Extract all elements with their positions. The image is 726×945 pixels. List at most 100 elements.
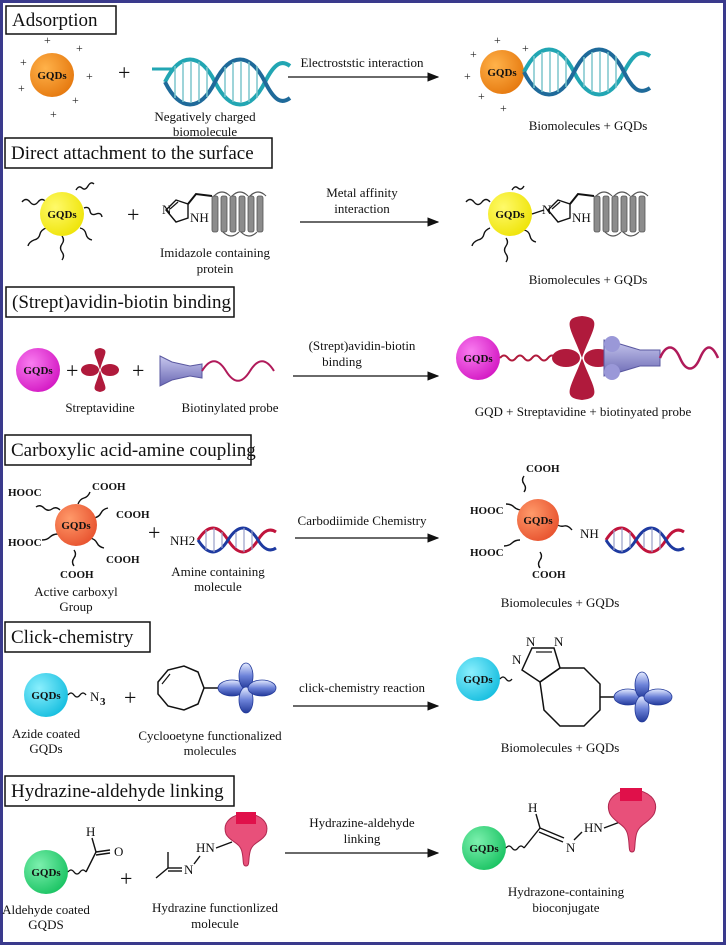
imidazole-n: N (162, 202, 172, 217)
positive-charge: + (20, 55, 27, 69)
gqd-label: GQDs (463, 353, 493, 365)
carboxyl-group: COOH (116, 509, 150, 521)
gqd-particle (24, 850, 68, 894)
qd-caption: Group (59, 599, 92, 614)
section-title: Direct attachment to the surface (11, 143, 254, 164)
carboxyl-group: COOH (532, 569, 566, 581)
adsorbed-product: + + + + + + GQDs (464, 33, 652, 115)
gqd-label: GQDs (61, 520, 91, 532)
positive-charge: + (50, 107, 57, 121)
aldehyde-gqd: GQDs H O (24, 824, 123, 894)
gqd-label: GQDs (31, 690, 61, 702)
streptavidin (81, 348, 119, 392)
arrow-label: Electroststic interaction (300, 55, 424, 70)
amide-product: GQDs COOH HOOC HOOC COOH NH (470, 463, 685, 581)
gqd-particle (456, 657, 500, 701)
ligand-coated-gqd: GQDs (21, 182, 103, 261)
gqd-label: GQDs (487, 67, 517, 79)
biotinylated-probe (159, 355, 275, 387)
positive-charge: + (478, 89, 485, 103)
reactant-label: Hydrazine functionlized (152, 900, 278, 915)
imidazole-n: N (542, 202, 552, 217)
gqd-label: GQDs (23, 365, 53, 377)
reactant-label: Imidazole containing (160, 245, 271, 260)
gqd-particle (16, 348, 60, 392)
hydrazine-n: N (184, 862, 194, 877)
gqd-particle (488, 192, 532, 236)
triazole-product: GQDs N N N (456, 634, 673, 727)
hydrazone-n: N (566, 840, 576, 855)
azide-subscript: 3 (100, 696, 106, 708)
gqd-label: GQDs (37, 70, 67, 82)
reactant-label: biomolecule (173, 124, 237, 139)
section-title: Carboxylic acid-amine coupling (11, 440, 256, 461)
positive-charge: + (86, 69, 93, 83)
reactant-label: molecules (184, 743, 237, 758)
section-carboxylic-amine: Carboxylic acid-amine coupling GQDs HOOC… (4, 434, 685, 614)
product-label: GQD + Streptavidine + biotinyated probe (475, 404, 692, 419)
triazole-n: N (554, 634, 564, 649)
azide-group: N (90, 689, 100, 704)
qd-caption: Aldehyde coated (2, 902, 90, 917)
qd-caption: Azide coated (12, 726, 81, 741)
section-hydrazine-aldehyde: Hydrazine-aldehyde linking GQDs H O Alde… (2, 775, 656, 932)
plus-sign: + (66, 358, 78, 383)
positive-charge: + (494, 33, 501, 47)
positive-charge: + (72, 93, 79, 107)
reactant-label: Negatively charged (154, 109, 256, 124)
section-title: Adsorption (12, 10, 98, 31)
carboxyl-group: HOOC (470, 547, 504, 559)
gqd-particle (24, 673, 68, 717)
carboxyl-group: COOH (60, 569, 94, 581)
triazole-n: N (526, 634, 536, 649)
carboxyl-group: COOH (526, 463, 560, 475)
positive-charge: + (44, 33, 51, 47)
carboxyl-group: COOH (106, 554, 140, 566)
section-title: Hydrazine-aldehyde linking (11, 781, 224, 802)
amide-nh: NH (580, 526, 599, 541)
gqd-label: GQDs (469, 843, 499, 855)
gqd-label: GQDs (495, 209, 525, 221)
gqd-particle (517, 499, 559, 541)
gqd-label: GQDs (463, 674, 493, 686)
arrow-label: Hydrazine-aldehyde (309, 815, 415, 830)
section-adsorption: Adsorption GQDs + + + + + + + + Negative… (5, 5, 652, 139)
charged-gqd: GQDs + + + + + + + (18, 33, 93, 121)
arrow-label: binding (322, 354, 362, 369)
section-click-chemistry: Click-chemistry GQDs N 3 Azide coated GQ… (4, 621, 673, 758)
positive-charge: + (18, 81, 25, 95)
plus-sign: + (132, 358, 144, 383)
section-title: (Strept)avidin-biotin binding (12, 292, 232, 313)
triazole-n: N (512, 652, 522, 667)
gqd-label: GQDs (523, 515, 553, 527)
reactant-label: Biotinylated probe (181, 400, 278, 415)
arrow-label: click-chemistry reaction (299, 680, 425, 695)
attached-product: GQDs N NH (465, 185, 649, 263)
arrow-label: Metal affinity (326, 185, 398, 200)
gqd-particle (480, 50, 524, 94)
reactant-label: Cyclooetyne functionalized (138, 728, 282, 743)
imidazole-nh: NH (572, 210, 591, 225)
section-title-box (4, 434, 252, 466)
product-label: Biomolecules + GQDs (501, 595, 620, 610)
gqd-particle (456, 336, 500, 380)
plus-sign: + (118, 60, 130, 85)
carboxyl-group: HOOC (8, 487, 42, 499)
aldehyde-o: O (114, 844, 123, 859)
product-label: Biomolecules + GQDs (501, 740, 620, 755)
imidazole-protein: N NH (162, 191, 267, 237)
section-title-box (4, 137, 273, 169)
plus-sign: + (120, 866, 132, 891)
gqd-label: GQDs (31, 867, 61, 879)
reactant-label: Amine containing (171, 564, 265, 579)
amine-molecule: NH2 (170, 526, 277, 554)
product-label: Hydrazone-containing (508, 884, 625, 899)
section-direct-attachment: Direct attachment to the surface GQDs + … (4, 137, 649, 287)
positive-charge: + (464, 69, 471, 83)
carboxyl-group: COOH (92, 481, 126, 493)
plus-sign: + (124, 685, 136, 710)
hydrazine-molecule: N HN (155, 812, 268, 879)
plus-sign: + (148, 520, 160, 545)
